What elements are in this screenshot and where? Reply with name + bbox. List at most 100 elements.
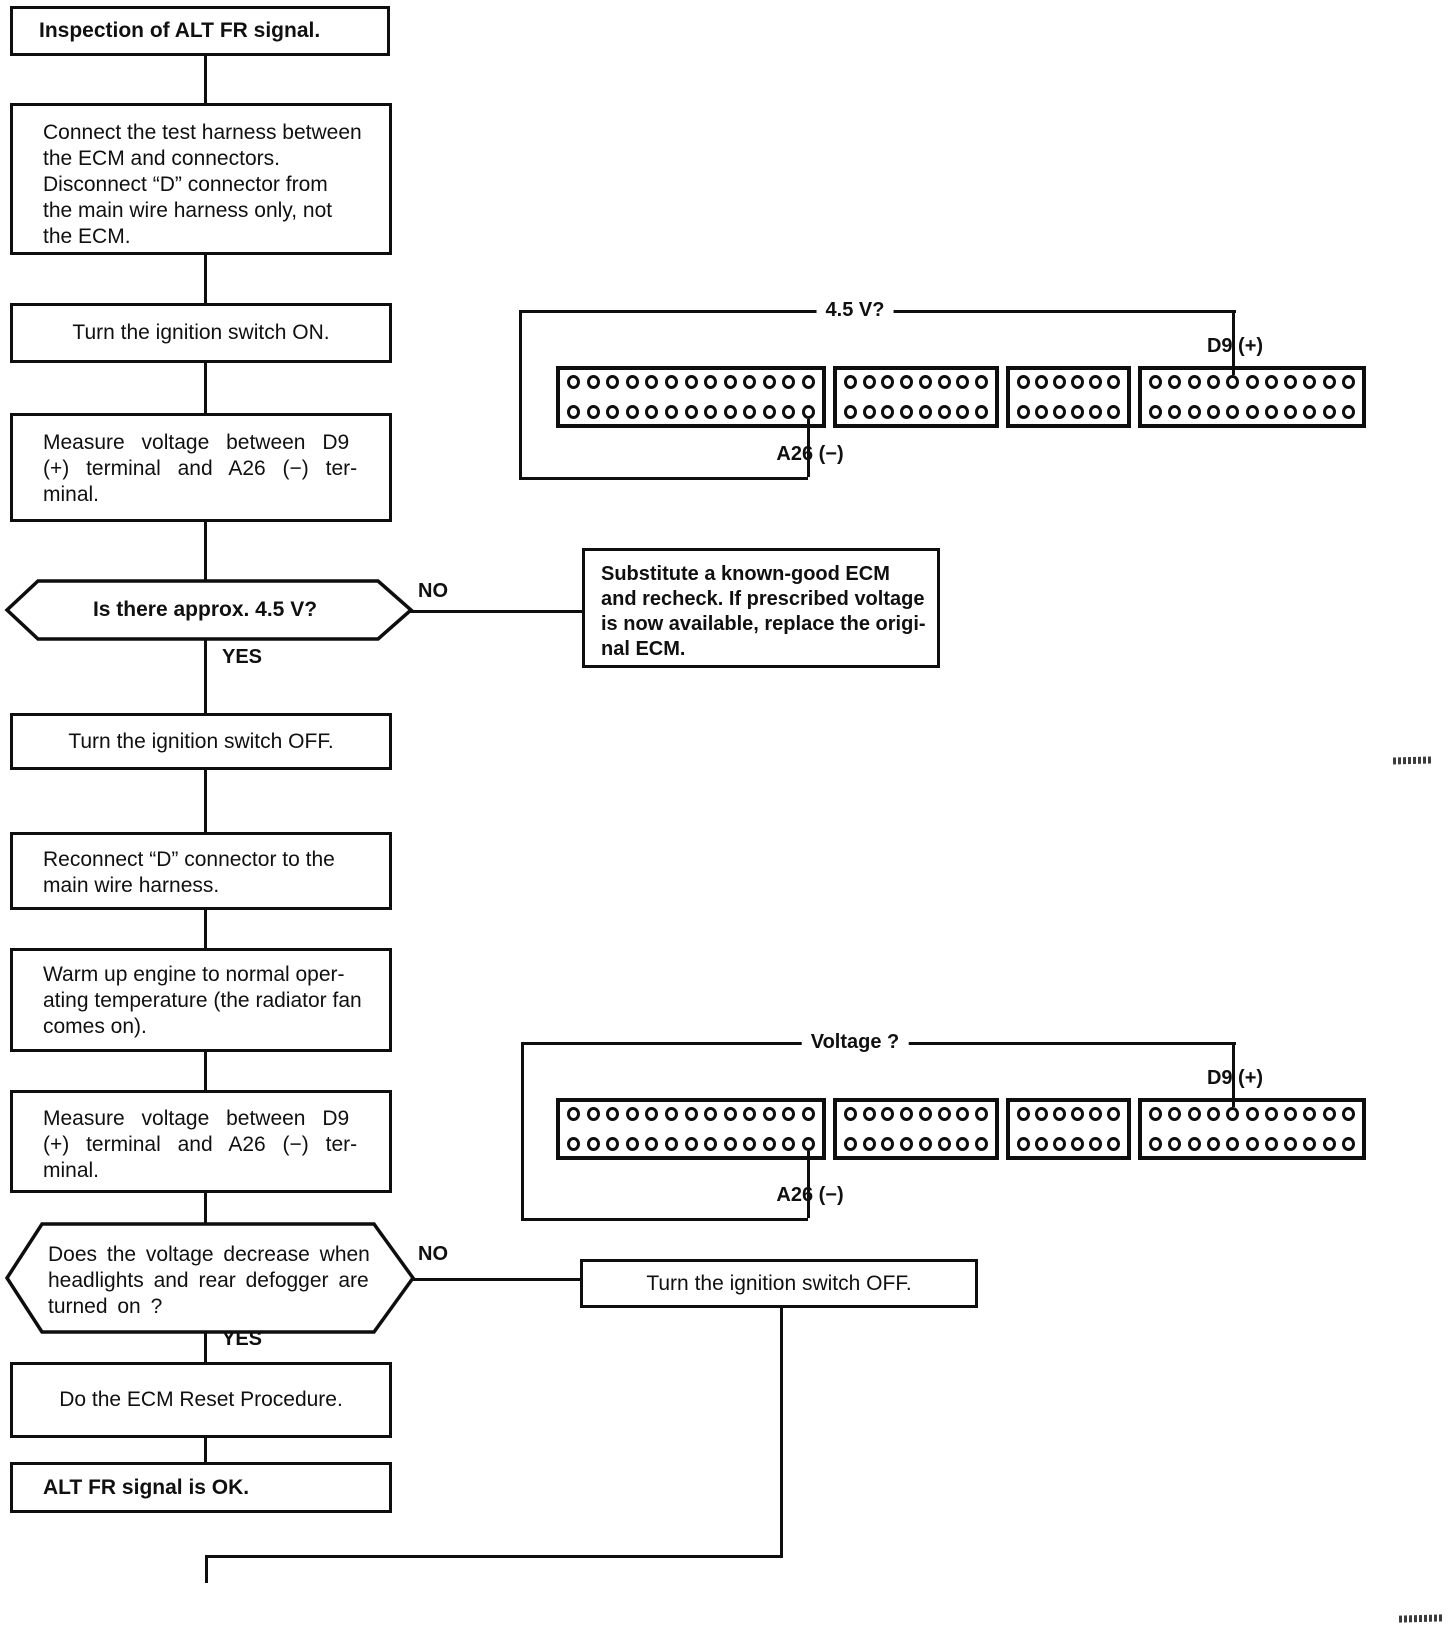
connector-pin xyxy=(938,1137,951,1151)
signal-ok-box: ALT FR signal is OK. xyxy=(10,1462,392,1513)
connector-pin xyxy=(724,1107,737,1121)
connector-pin xyxy=(863,1137,876,1151)
connector-pin xyxy=(685,375,698,389)
connector-pin xyxy=(1246,1137,1259,1151)
ecm-reset-box: Do the ECM Reset Procedure. xyxy=(10,1362,392,1438)
measure-voltage-box-2: Measure voltage between D9 (+) terminal … xyxy=(10,1090,392,1193)
connector-pin xyxy=(1226,1137,1239,1151)
connector-pin xyxy=(844,1137,857,1151)
connector-pin xyxy=(782,1107,795,1121)
connector-pin xyxy=(704,1107,717,1121)
positive-terminal-label: D9 (+) xyxy=(1206,335,1264,357)
connector-pin xyxy=(881,1107,894,1121)
connector-pin xyxy=(1149,405,1162,419)
connector-pin xyxy=(1265,375,1278,389)
flow-line xyxy=(204,1438,207,1462)
connector-pin xyxy=(1071,1137,1084,1151)
decision-hexagon-2 xyxy=(4,1222,416,1334)
scan-artifact xyxy=(1392,756,1432,765)
flow-line xyxy=(204,56,207,103)
connector-pin xyxy=(567,405,580,419)
connector-pin xyxy=(1342,1137,1355,1151)
connector-pin xyxy=(606,1107,619,1121)
connector-pin xyxy=(1107,1107,1120,1121)
flow-line xyxy=(204,363,207,413)
connector-pin xyxy=(587,405,600,419)
negative-probe-line xyxy=(807,419,810,477)
connector-pin xyxy=(606,405,619,419)
connector-pin xyxy=(900,1107,913,1121)
connector-pin xyxy=(1284,1137,1297,1151)
connector-pin xyxy=(956,1137,969,1151)
connector-pin xyxy=(1188,405,1201,419)
no-label-2: NO xyxy=(418,1243,448,1265)
ecm-connector-block-2 xyxy=(833,1098,999,1160)
positive-terminal-label: D9 (+) xyxy=(1206,1067,1264,1089)
connector-pin xyxy=(1265,1107,1278,1121)
connector-pin xyxy=(704,375,717,389)
connector-pin xyxy=(782,1137,795,1151)
connector-pin xyxy=(956,375,969,389)
connector-pin xyxy=(900,405,913,419)
connector-pin xyxy=(1107,1137,1120,1151)
connector-pin xyxy=(743,375,756,389)
connector-pin xyxy=(724,405,737,419)
connector-pin xyxy=(1342,1107,1355,1121)
connector-pin xyxy=(1284,1107,1297,1121)
connector-pin xyxy=(567,1137,580,1151)
connector-pin xyxy=(863,1107,876,1121)
connector-pin xyxy=(606,375,619,389)
connector-pin xyxy=(724,1137,737,1151)
connector-pin xyxy=(900,1137,913,1151)
connector-pin xyxy=(1323,375,1336,389)
measurement-label: Voltage ? xyxy=(801,1031,909,1053)
connector-pin xyxy=(1226,1107,1239,1121)
connector-pin xyxy=(587,1137,600,1151)
connector-pin xyxy=(1089,1107,1102,1121)
connector-pin xyxy=(1053,1107,1066,1121)
connector-pin xyxy=(1284,375,1297,389)
connector-pin xyxy=(763,1107,776,1121)
connector-pin xyxy=(802,1137,815,1151)
connector-pin xyxy=(1017,1107,1030,1121)
no-label-1: NO xyxy=(418,580,448,602)
connector-pin xyxy=(802,405,815,419)
connector-pin xyxy=(1323,1137,1336,1151)
warm-up-box: Warm up engine to normal oper- ating tem… xyxy=(10,948,392,1052)
connector-pin xyxy=(1107,405,1120,419)
connector-pin xyxy=(1035,1107,1048,1121)
flow-line xyxy=(204,770,207,832)
connector-pin xyxy=(802,1107,815,1121)
connector-pin xyxy=(782,405,795,419)
continuation-stub-line xyxy=(205,1555,208,1583)
measurement-wire-left xyxy=(519,310,522,480)
connector-pin xyxy=(1188,1107,1201,1121)
measurement-label: 4.5 V? xyxy=(816,299,894,321)
connector-pin xyxy=(1342,375,1355,389)
flow-line xyxy=(204,255,207,303)
scan-artifact xyxy=(1398,1614,1444,1623)
connector-pin xyxy=(763,1137,776,1151)
connector-pin xyxy=(844,1107,857,1121)
decision-2-text: Does the voltage decrease when headlight… xyxy=(48,1243,370,1318)
connector-pin xyxy=(645,375,658,389)
connector-pin xyxy=(1168,1137,1181,1151)
connector-pin xyxy=(1246,1107,1259,1121)
measurement-wire-bottom xyxy=(519,477,808,480)
connector-pin xyxy=(567,375,580,389)
no-branch-line-2 xyxy=(412,1278,580,1281)
connector-pin xyxy=(956,1107,969,1121)
yes-label-1: YES xyxy=(222,646,263,668)
connector-pin xyxy=(1071,405,1084,419)
ecm-connector-block-2 xyxy=(833,366,999,428)
flow-line xyxy=(204,1333,207,1362)
negative-probe-line xyxy=(807,1151,810,1218)
connector-pin xyxy=(743,1107,756,1121)
connector-pin xyxy=(919,405,932,419)
flow-line xyxy=(204,1193,207,1223)
connector-pin xyxy=(1053,375,1066,389)
connector-pin xyxy=(975,1107,988,1121)
connector-pin xyxy=(1035,405,1048,419)
connector-pin xyxy=(919,1107,932,1121)
